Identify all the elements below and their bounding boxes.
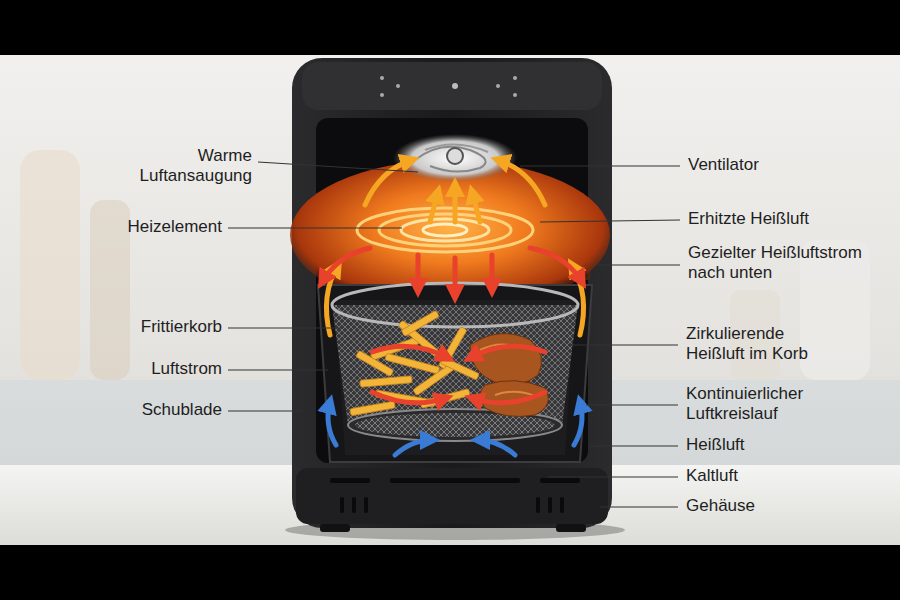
callout-label: Gehäuse [686, 496, 755, 516]
callout-label: Gezielter Heißluftstrom nach unten [688, 243, 893, 284]
callout-label: Kontinuierlicher Luftkreislauf [686, 384, 841, 425]
callout-label: Heißluft [686, 435, 745, 455]
callout-label: Heizelement [128, 217, 223, 237]
callout-label: Zirkulierende Heißluft im Korb [686, 324, 841, 365]
leader-lines [228, 162, 680, 507]
callout-label: Erhitzte Heißluft [688, 209, 809, 229]
food [350, 310, 549, 416]
callout-label: Ventilator [688, 155, 759, 175]
callout-label: Luftstrom [151, 359, 222, 379]
callout-label: Kaltluft [686, 466, 738, 486]
drawer [318, 285, 592, 462]
callout-label: Warme Luftansaugung [117, 146, 252, 187]
basket [332, 283, 578, 441]
airflow-arrows [322, 160, 584, 455]
fryer-housing [285, 58, 625, 540]
callout-label: Schublade [142, 400, 222, 420]
callout-label: Frittierkorb [141, 317, 222, 337]
